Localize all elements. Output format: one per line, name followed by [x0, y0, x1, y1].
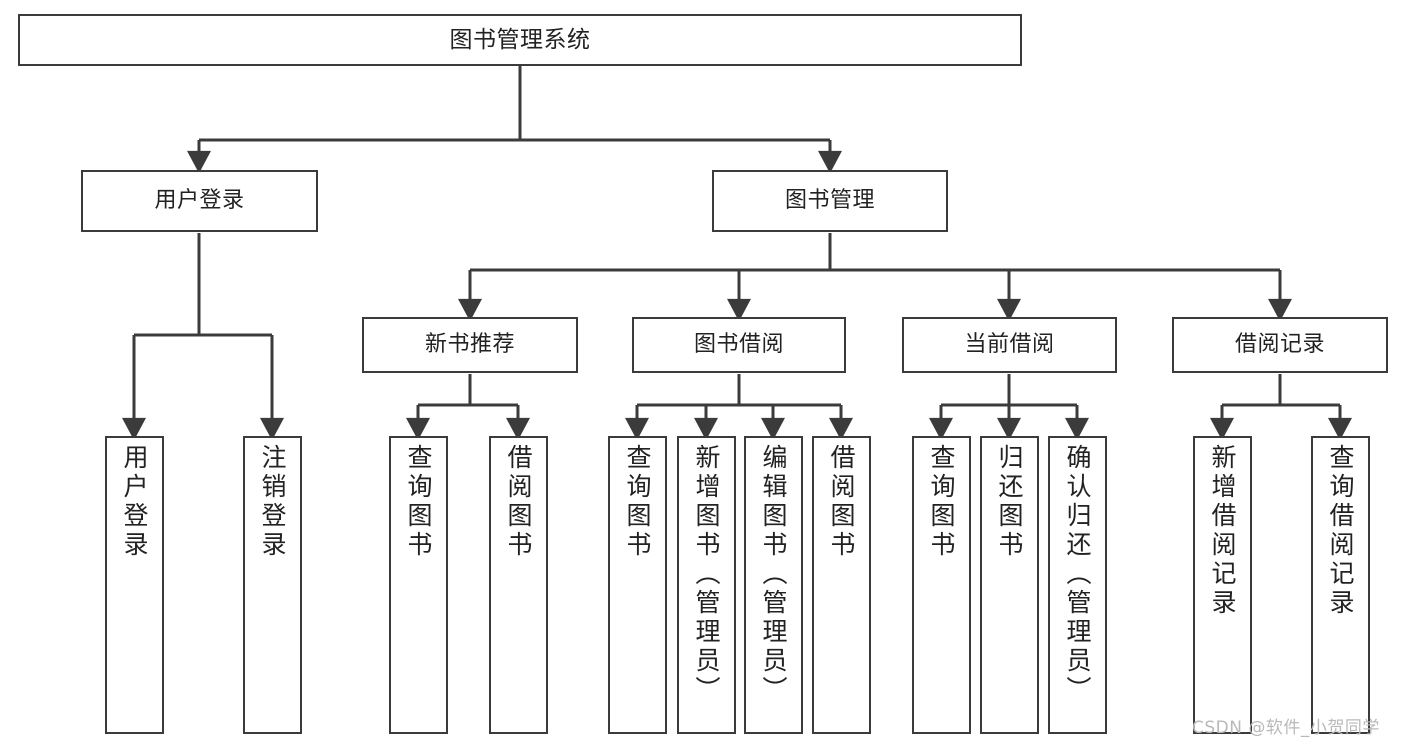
leaf-current-borrow-return-book[interactable]: 归还图书 — [980, 436, 1039, 734]
node-label: 归还图书 — [995, 444, 1024, 560]
node-borrow-record[interactable]: 借阅记录 — [1172, 317, 1388, 373]
node-book-borrow[interactable]: 图书借阅 — [632, 317, 846, 373]
leaf-new-book-borrow-book[interactable]: 借阅图书 — [489, 436, 548, 734]
node-label: 查询图书 — [404, 444, 433, 560]
leaf-user-login-logout[interactable]: 注销登录 — [243, 436, 302, 734]
leaf-borrow-record-add-record[interactable]: 新增借阅记录 — [1193, 436, 1252, 734]
node-current-borrow[interactable]: 当前借阅 — [902, 317, 1117, 373]
node-label: 图书管理 — [784, 188, 875, 214]
node-book-management[interactable]: 图书管理 — [712, 170, 948, 232]
leaf-book-borrow-edit-book-admin[interactable]: 编辑图书（管理员） — [744, 436, 803, 734]
leaf-user-login-login[interactable]: 用户登录 — [105, 436, 164, 734]
node-label: 新书推荐 — [424, 332, 515, 358]
watermark: CSDN @软件_小贺同学 — [1192, 718, 1380, 738]
node-label: 图书借阅 — [693, 332, 784, 358]
node-label: 编辑图书（管理员） — [759, 444, 788, 705]
node-label: 当前借阅 — [964, 332, 1055, 358]
node-label: 借阅图书 — [827, 444, 856, 560]
leaf-book-borrow-borrow-book[interactable]: 借阅图书 — [812, 436, 871, 734]
node-label: 新增借阅记录 — [1208, 444, 1237, 618]
node-new-book-recommend[interactable]: 新书推荐 — [362, 317, 578, 373]
leaf-new-book-query-book[interactable]: 查询图书 — [389, 436, 448, 734]
leaf-book-borrow-add-book-admin[interactable]: 新增图书（管理员） — [677, 436, 736, 734]
leaf-current-borrow-confirm-return-admin[interactable]: 确认归还（管理员） — [1048, 436, 1107, 734]
node-label: 确认归还（管理员） — [1063, 444, 1092, 705]
leaf-borrow-record-query-record[interactable]: 查询借阅记录 — [1311, 436, 1370, 734]
node-root-book-management-system[interactable]: 图书管理系统 — [18, 14, 1022, 66]
node-label: 用户登录 — [154, 188, 245, 214]
leaf-current-borrow-query-book[interactable]: 查询图书 — [912, 436, 971, 734]
node-label: 新增图书（管理员） — [692, 444, 721, 705]
node-label: 借阅图书 — [504, 444, 533, 560]
node-label: 查询图书 — [927, 444, 956, 560]
node-label: 查询借阅记录 — [1326, 444, 1355, 618]
node-label: 用户登录 — [120, 444, 149, 560]
node-label: 借阅记录 — [1234, 332, 1325, 358]
node-label: 图书管理系统 — [449, 26, 591, 53]
node-label: 注销登录 — [258, 444, 287, 560]
leaf-book-borrow-query-book[interactable]: 查询图书 — [608, 436, 667, 734]
node-user-login[interactable]: 用户登录 — [81, 170, 318, 232]
node-label: 查询图书 — [623, 444, 652, 560]
